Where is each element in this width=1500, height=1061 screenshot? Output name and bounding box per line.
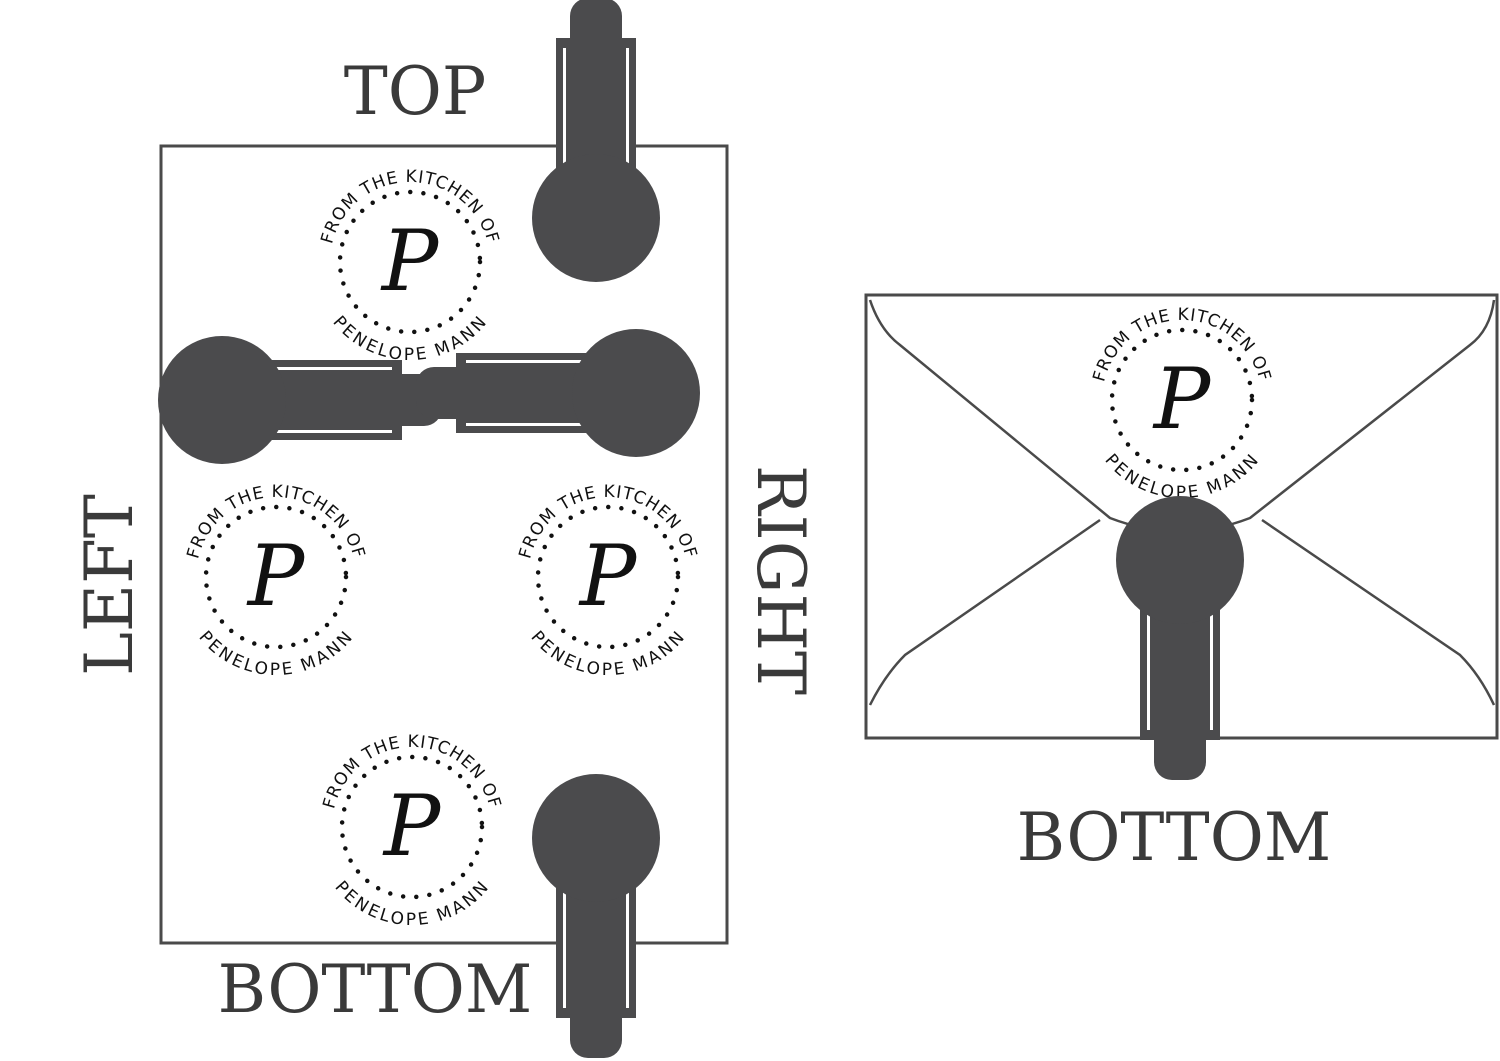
seal-impression-bottom: FROM THE KITCHEN OF PENELOPE MANN P [319, 732, 503, 930]
label-right: RIGHT [742, 465, 819, 695]
seal-monogram: P [578, 527, 638, 625]
seal-monogram: P [382, 777, 442, 875]
seal-bottom-text: PENELOPE MANN [527, 627, 689, 680]
label-bottom-paper: BOTTOM [218, 951, 533, 1028]
label-left: LEFT [71, 494, 148, 676]
seal-bottom-text: PENELOPE MANN [1101, 450, 1263, 503]
seal-impression-envelope: FROM THE KITCHEN OF PENELOPE MANN P [1089, 305, 1273, 503]
seal-monogram: P [380, 212, 440, 310]
seal-impression-top: FROM THE KITCHEN OF PENELOPE MANN P [317, 167, 501, 365]
label-bottom-envelope: BOTTOM [1017, 799, 1332, 876]
paper-sheet [159, 144, 729, 945]
label-top: TOP [344, 53, 487, 130]
svg-text:PENELOPE MANN: PENELOPE MANN [331, 877, 494, 930]
seal-monogram: P [246, 527, 306, 625]
seal-impression-left: FROM THE KITCHEN OF PENELOPE MANN P [183, 482, 367, 680]
svg-text:PENELOPE MANN: PENELOPE MANN [1101, 450, 1264, 503]
svg-text:PENELOPE MANN: PENELOPE MANN [527, 627, 690, 680]
embosser-top [532, 0, 660, 282]
seal-bottom-text: PENELOPE MANN [331, 877, 493, 930]
seal-impression-right: FROM THE KITCHEN OF PENELOPE MANN P [515, 482, 699, 680]
embosser-bottom [532, 774, 660, 1058]
svg-text:PENELOPE MANN: PENELOPE MANN [195, 627, 358, 680]
seal-bottom-text: PENELOPE MANN [195, 627, 357, 680]
seal-monogram: P [1152, 350, 1212, 448]
